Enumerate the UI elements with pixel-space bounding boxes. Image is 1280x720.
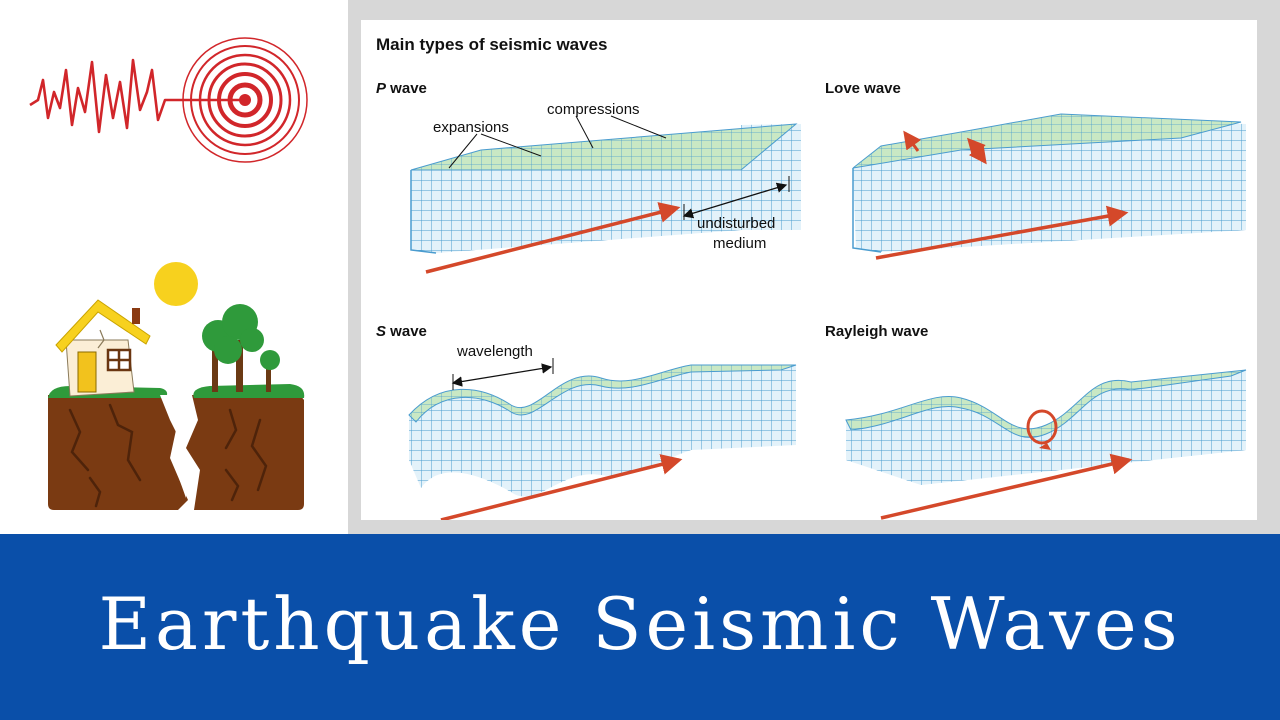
earthquake-house-icon: [48, 262, 304, 510]
rayleigh-wave-panel: Rayleigh wave: [825, 323, 1246, 518]
seismic-waves-diagram: Main types of seismic waves P wave expan…: [361, 20, 1257, 520]
seismic-diagram-svg: Main types of seismic waves P wave expan…: [361, 20, 1257, 520]
love-wave-title: Love wave: [825, 80, 901, 97]
seismograph-target-icon: [30, 38, 307, 162]
illustration-panel: [0, 0, 348, 534]
label-undisturbed: undisturbed: [697, 215, 775, 232]
label-wavelength: wavelength: [456, 343, 533, 360]
label-compressions: compressions: [547, 101, 640, 118]
p-wave-title: P wave: [376, 80, 427, 97]
diagram-title: Main types of seismic waves: [376, 35, 608, 54]
illustrations-svg: [0, 0, 348, 534]
rayleigh-wave-title: Rayleigh wave: [825, 323, 928, 340]
p-wave-panel: P wave expansions compressions undisturb…: [376, 80, 801, 272]
label-medium: medium: [713, 235, 766, 252]
video-title: Earthquake Seismic Waves: [0, 534, 1280, 720]
label-expansions: expansions: [433, 119, 509, 136]
s-wave-panel: S wave wavelength: [376, 323, 796, 520]
love-wave-panel: Love wave: [825, 80, 1246, 258]
s-wave-title: S wave: [376, 323, 427, 340]
title-banner: Earthquake Seismic Waves: [0, 534, 1280, 720]
